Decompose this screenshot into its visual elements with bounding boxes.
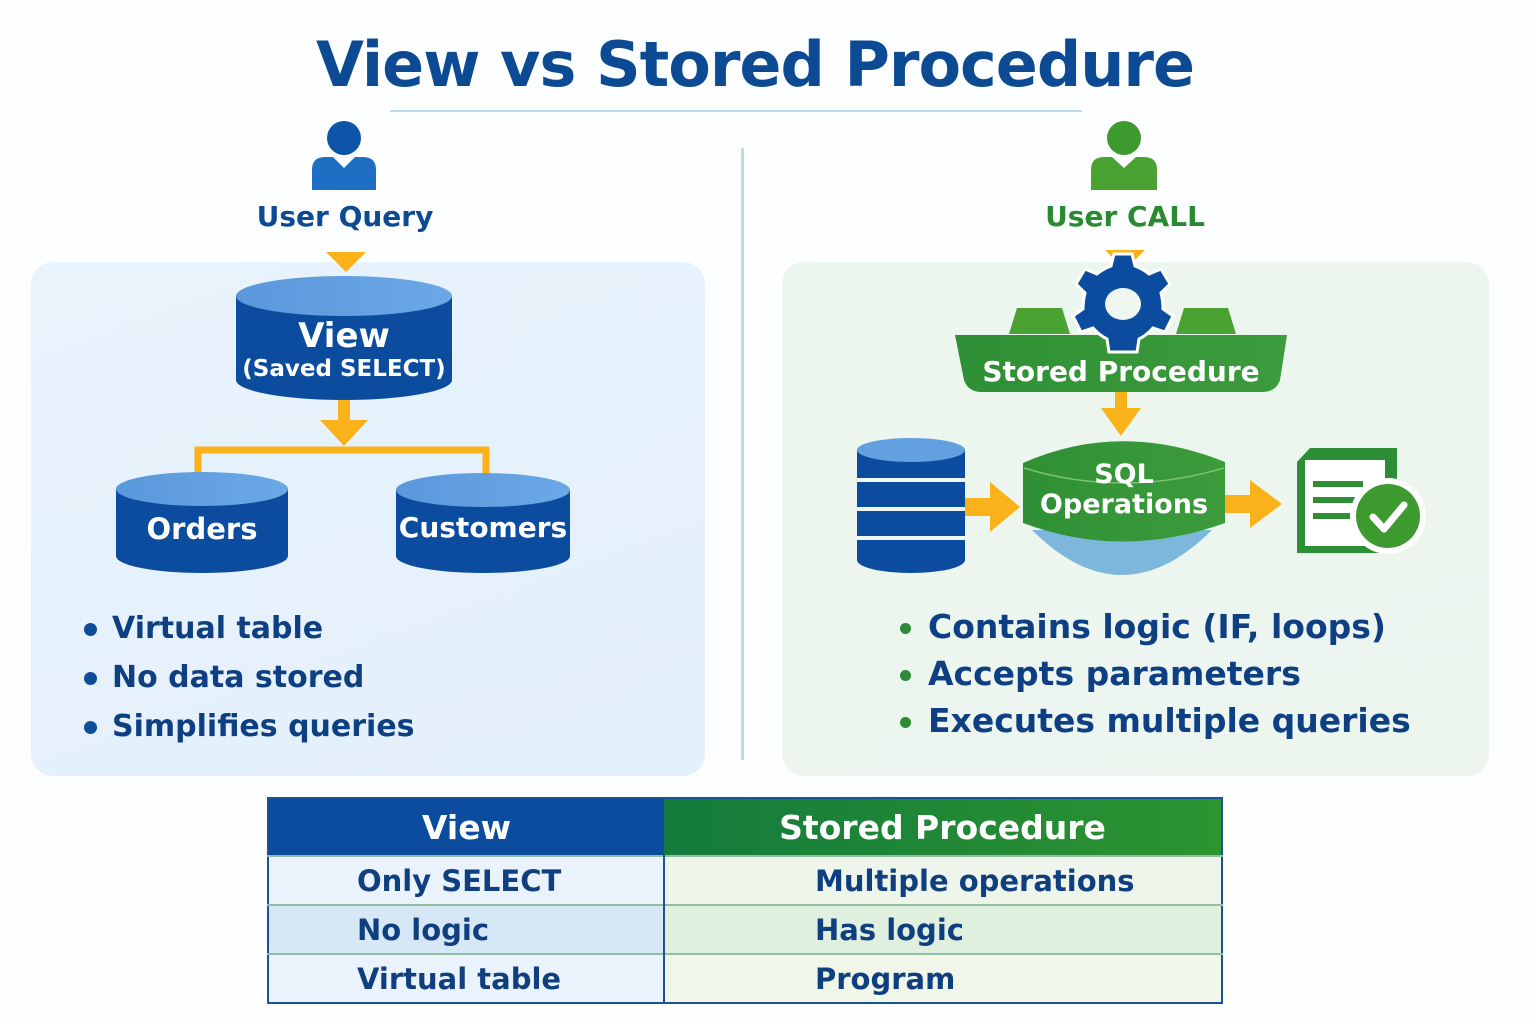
- sql-operations-shape: [1023, 441, 1225, 575]
- orders-table-cylinder: [116, 472, 288, 573]
- table-cell: No logic: [268, 904, 665, 954]
- list-item: No data stored: [84, 655, 415, 704]
- arrow-down-icon: [1101, 392, 1141, 436]
- sp-user-icon: [1091, 121, 1157, 190]
- page-title: View vs Stored Procedure: [316, 28, 1195, 101]
- list-item: Executes multiple queries: [900, 698, 1411, 745]
- table-row: No logic Has logic: [268, 904, 1222, 954]
- sp-user-label: User CALL: [1045, 200, 1205, 233]
- view-cylinder-subtitle: (Saved SELECT): [242, 356, 446, 382]
- sql-operations-line2: Operations: [1039, 489, 1209, 520]
- table-cell: Has logic: [664, 904, 1222, 954]
- document-check-icon: [1297, 448, 1426, 554]
- center-divider: [741, 148, 744, 760]
- header-view: View: [268, 798, 664, 856]
- list-item: Simplifies queries: [84, 704, 415, 753]
- view-bullet-list: Virtual table No data stored Simplifies …: [84, 606, 415, 753]
- list-item: Contains logic (IF, loops): [900, 604, 1411, 651]
- customers-label: Customers: [398, 511, 568, 544]
- stored-procedure-banner: [955, 308, 1287, 392]
- list-item: Virtual table: [84, 606, 415, 655]
- bullet-icon: [900, 670, 911, 681]
- view-user-icon: [312, 121, 376, 190]
- arrow-right-icon: [1225, 480, 1282, 528]
- arrow-right-icon: [965, 482, 1020, 532]
- table-row: Only SELECT Multiple operations: [268, 855, 1222, 905]
- view-user-label: User Query: [256, 200, 434, 233]
- bullet-icon: [900, 717, 911, 728]
- view-branch-connector: [194, 400, 490, 474]
- sql-operations-line1: SQL: [1094, 459, 1154, 490]
- view-cylinder: [236, 276, 452, 400]
- comparison-table: View Stored Procedure Only SELECT Multip…: [267, 797, 1223, 1004]
- stored-procedure-label: Stored Procedure: [982, 355, 1260, 388]
- orders-label: Orders: [146, 512, 258, 546]
- title-divider: [390, 110, 1082, 112]
- database-icon: [857, 438, 965, 573]
- header-stored-procedure: Stored Procedure: [664, 798, 1222, 856]
- sp-bullet-list: Contains logic (IF, loops) Accepts param…: [900, 604, 1411, 745]
- table-cell: Virtual table: [268, 953, 665, 1003]
- list-item: Accepts parameters: [900, 651, 1411, 698]
- table-cell: Only SELECT: [268, 855, 665, 905]
- customers-table-cylinder: [396, 473, 570, 573]
- arrow-down-icon: [326, 252, 366, 272]
- table-cell: Program: [664, 953, 1222, 1003]
- table-cell: Multiple operations: [664, 855, 1222, 905]
- bullet-icon: [84, 672, 97, 685]
- table-row: Virtual table Program: [268, 953, 1222, 1003]
- bullet-icon: [84, 721, 97, 734]
- table-header-row: View Stored Procedure: [268, 798, 1222, 856]
- bullet-icon: [900, 623, 911, 634]
- gear-icon: [1071, 252, 1175, 354]
- bullet-icon: [84, 623, 97, 636]
- view-cylinder-title: View: [298, 316, 390, 356]
